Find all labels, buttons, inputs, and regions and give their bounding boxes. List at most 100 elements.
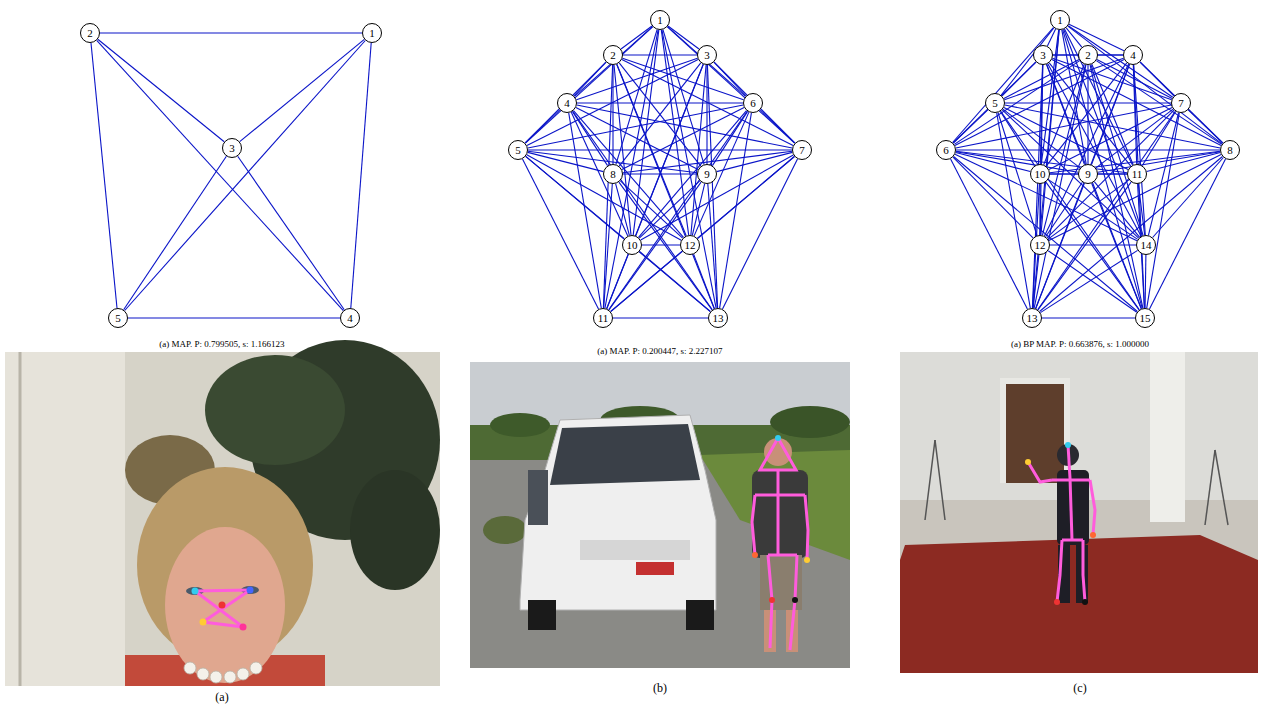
graph-edge xyxy=(1046,182,1139,310)
pose-skeleton xyxy=(1090,480,1095,535)
vertex-number: 10 xyxy=(1035,169,1046,180)
graph-vertex: 11 xyxy=(1127,164,1147,184)
graph-vertex: 5 xyxy=(985,93,1005,113)
keypoints xyxy=(1025,459,1031,465)
graph-edge xyxy=(1145,255,1147,308)
graph-edge xyxy=(1048,180,1129,239)
graph-edge xyxy=(951,159,1028,309)
room-photo xyxy=(900,352,1258,673)
pose-skeleton xyxy=(805,495,808,560)
keypoints xyxy=(1090,532,1096,538)
graph-edge xyxy=(954,157,1138,312)
graph-edge xyxy=(953,110,988,143)
pearls xyxy=(197,668,209,680)
pose-skeleton xyxy=(1068,445,1070,478)
graph-edge xyxy=(1042,317,1135,318)
pose-skeleton xyxy=(203,590,250,622)
graph-vertex: 8 xyxy=(603,164,623,184)
graph-edge xyxy=(124,156,227,309)
pose-skeleton xyxy=(1057,540,1062,602)
pavement xyxy=(470,362,850,668)
plate xyxy=(636,562,674,575)
graph-edge xyxy=(1004,58,1123,99)
graph-edge xyxy=(1047,64,1142,308)
graph-edge xyxy=(97,40,344,310)
panel-caption: (a) MAP. P: 0.200447, s: 2.227107 xyxy=(597,347,722,357)
vertex-number: 8 xyxy=(1227,145,1233,156)
graph-edge xyxy=(100,32,362,33)
graph-edge xyxy=(527,155,681,240)
graph-vertex: 9 xyxy=(697,164,717,184)
graph-vertex: 12 xyxy=(1030,235,1050,255)
vertex-number: 3 xyxy=(1040,50,1046,61)
graph-edge xyxy=(623,173,697,174)
vertex-number: 3 xyxy=(704,50,710,61)
tripod xyxy=(1205,450,1215,525)
vertex-number: 1 xyxy=(369,28,375,39)
pearls xyxy=(224,671,236,683)
graph-edge xyxy=(528,105,743,148)
graph-edge xyxy=(91,43,117,308)
graph-vertex: 2 xyxy=(1078,45,1098,65)
panel-caption: (a) MAP. P: 0.799505, s: 1.166123 xyxy=(159,340,284,350)
pearls xyxy=(237,668,249,680)
vertex-number: 14 xyxy=(1141,240,1152,251)
graph-edge xyxy=(604,184,613,308)
graph-edge xyxy=(1147,153,1221,172)
wheel xyxy=(686,600,714,630)
pose-skeleton xyxy=(768,554,797,557)
pearls xyxy=(184,662,262,683)
foliage xyxy=(205,355,345,465)
shirt xyxy=(752,470,808,558)
pearls xyxy=(210,671,222,683)
pose-skeleton xyxy=(203,622,243,627)
graph-edge xyxy=(720,113,752,308)
graph-edge xyxy=(698,157,795,239)
graph-vertex: 2 xyxy=(603,45,623,65)
vertex-number: 12 xyxy=(1035,240,1046,251)
vertex-number: 9 xyxy=(704,169,710,180)
pillar xyxy=(1150,352,1185,522)
graph-edge xyxy=(612,65,613,164)
vertex-number: 2 xyxy=(87,28,93,39)
graph-vertex: 6 xyxy=(743,93,763,113)
car-body xyxy=(520,415,716,610)
graph-edge xyxy=(1047,110,1174,238)
vertex-number: 2 xyxy=(610,50,616,61)
keypoints xyxy=(775,435,781,441)
graph-edge xyxy=(723,159,798,309)
graph-vertex: 6 xyxy=(936,140,956,160)
pose-skeleton xyxy=(755,494,805,497)
graph-edge xyxy=(623,58,744,100)
street-photo xyxy=(490,413,550,437)
graph-edge xyxy=(1069,24,1124,50)
wheel xyxy=(528,600,556,630)
graph-edge xyxy=(639,181,699,238)
vertex-number: 10 xyxy=(627,240,638,251)
pose-skeleton xyxy=(790,555,797,650)
panel-letter: (a) xyxy=(215,691,228,704)
vertex-number: 5 xyxy=(115,313,121,324)
vertex-number: 13 xyxy=(1027,313,1038,324)
graph-vertex: 5 xyxy=(108,308,128,328)
graph-edge xyxy=(526,156,711,311)
graph-edge xyxy=(1050,244,1136,245)
tripod xyxy=(925,440,935,520)
graph-edge xyxy=(523,159,599,309)
graph-vertex: 4 xyxy=(1123,45,1143,65)
door-frame xyxy=(1000,378,1070,483)
graph-edge xyxy=(238,156,345,310)
graph-vertex: 7 xyxy=(792,140,812,160)
graph-vertex: 9 xyxy=(1078,164,1098,184)
graph-vertex: 3 xyxy=(222,138,242,158)
grass xyxy=(700,450,850,560)
keypoints xyxy=(1065,442,1071,448)
keypoint xyxy=(247,587,254,594)
graph-edge xyxy=(956,152,1078,173)
graph-vertex: 1 xyxy=(362,23,382,43)
keypoints xyxy=(752,552,758,558)
graph-edge xyxy=(1040,250,1137,312)
graph-vertex: 11 xyxy=(593,308,613,328)
graph-edge xyxy=(613,317,708,318)
graph-edge xyxy=(525,110,560,143)
